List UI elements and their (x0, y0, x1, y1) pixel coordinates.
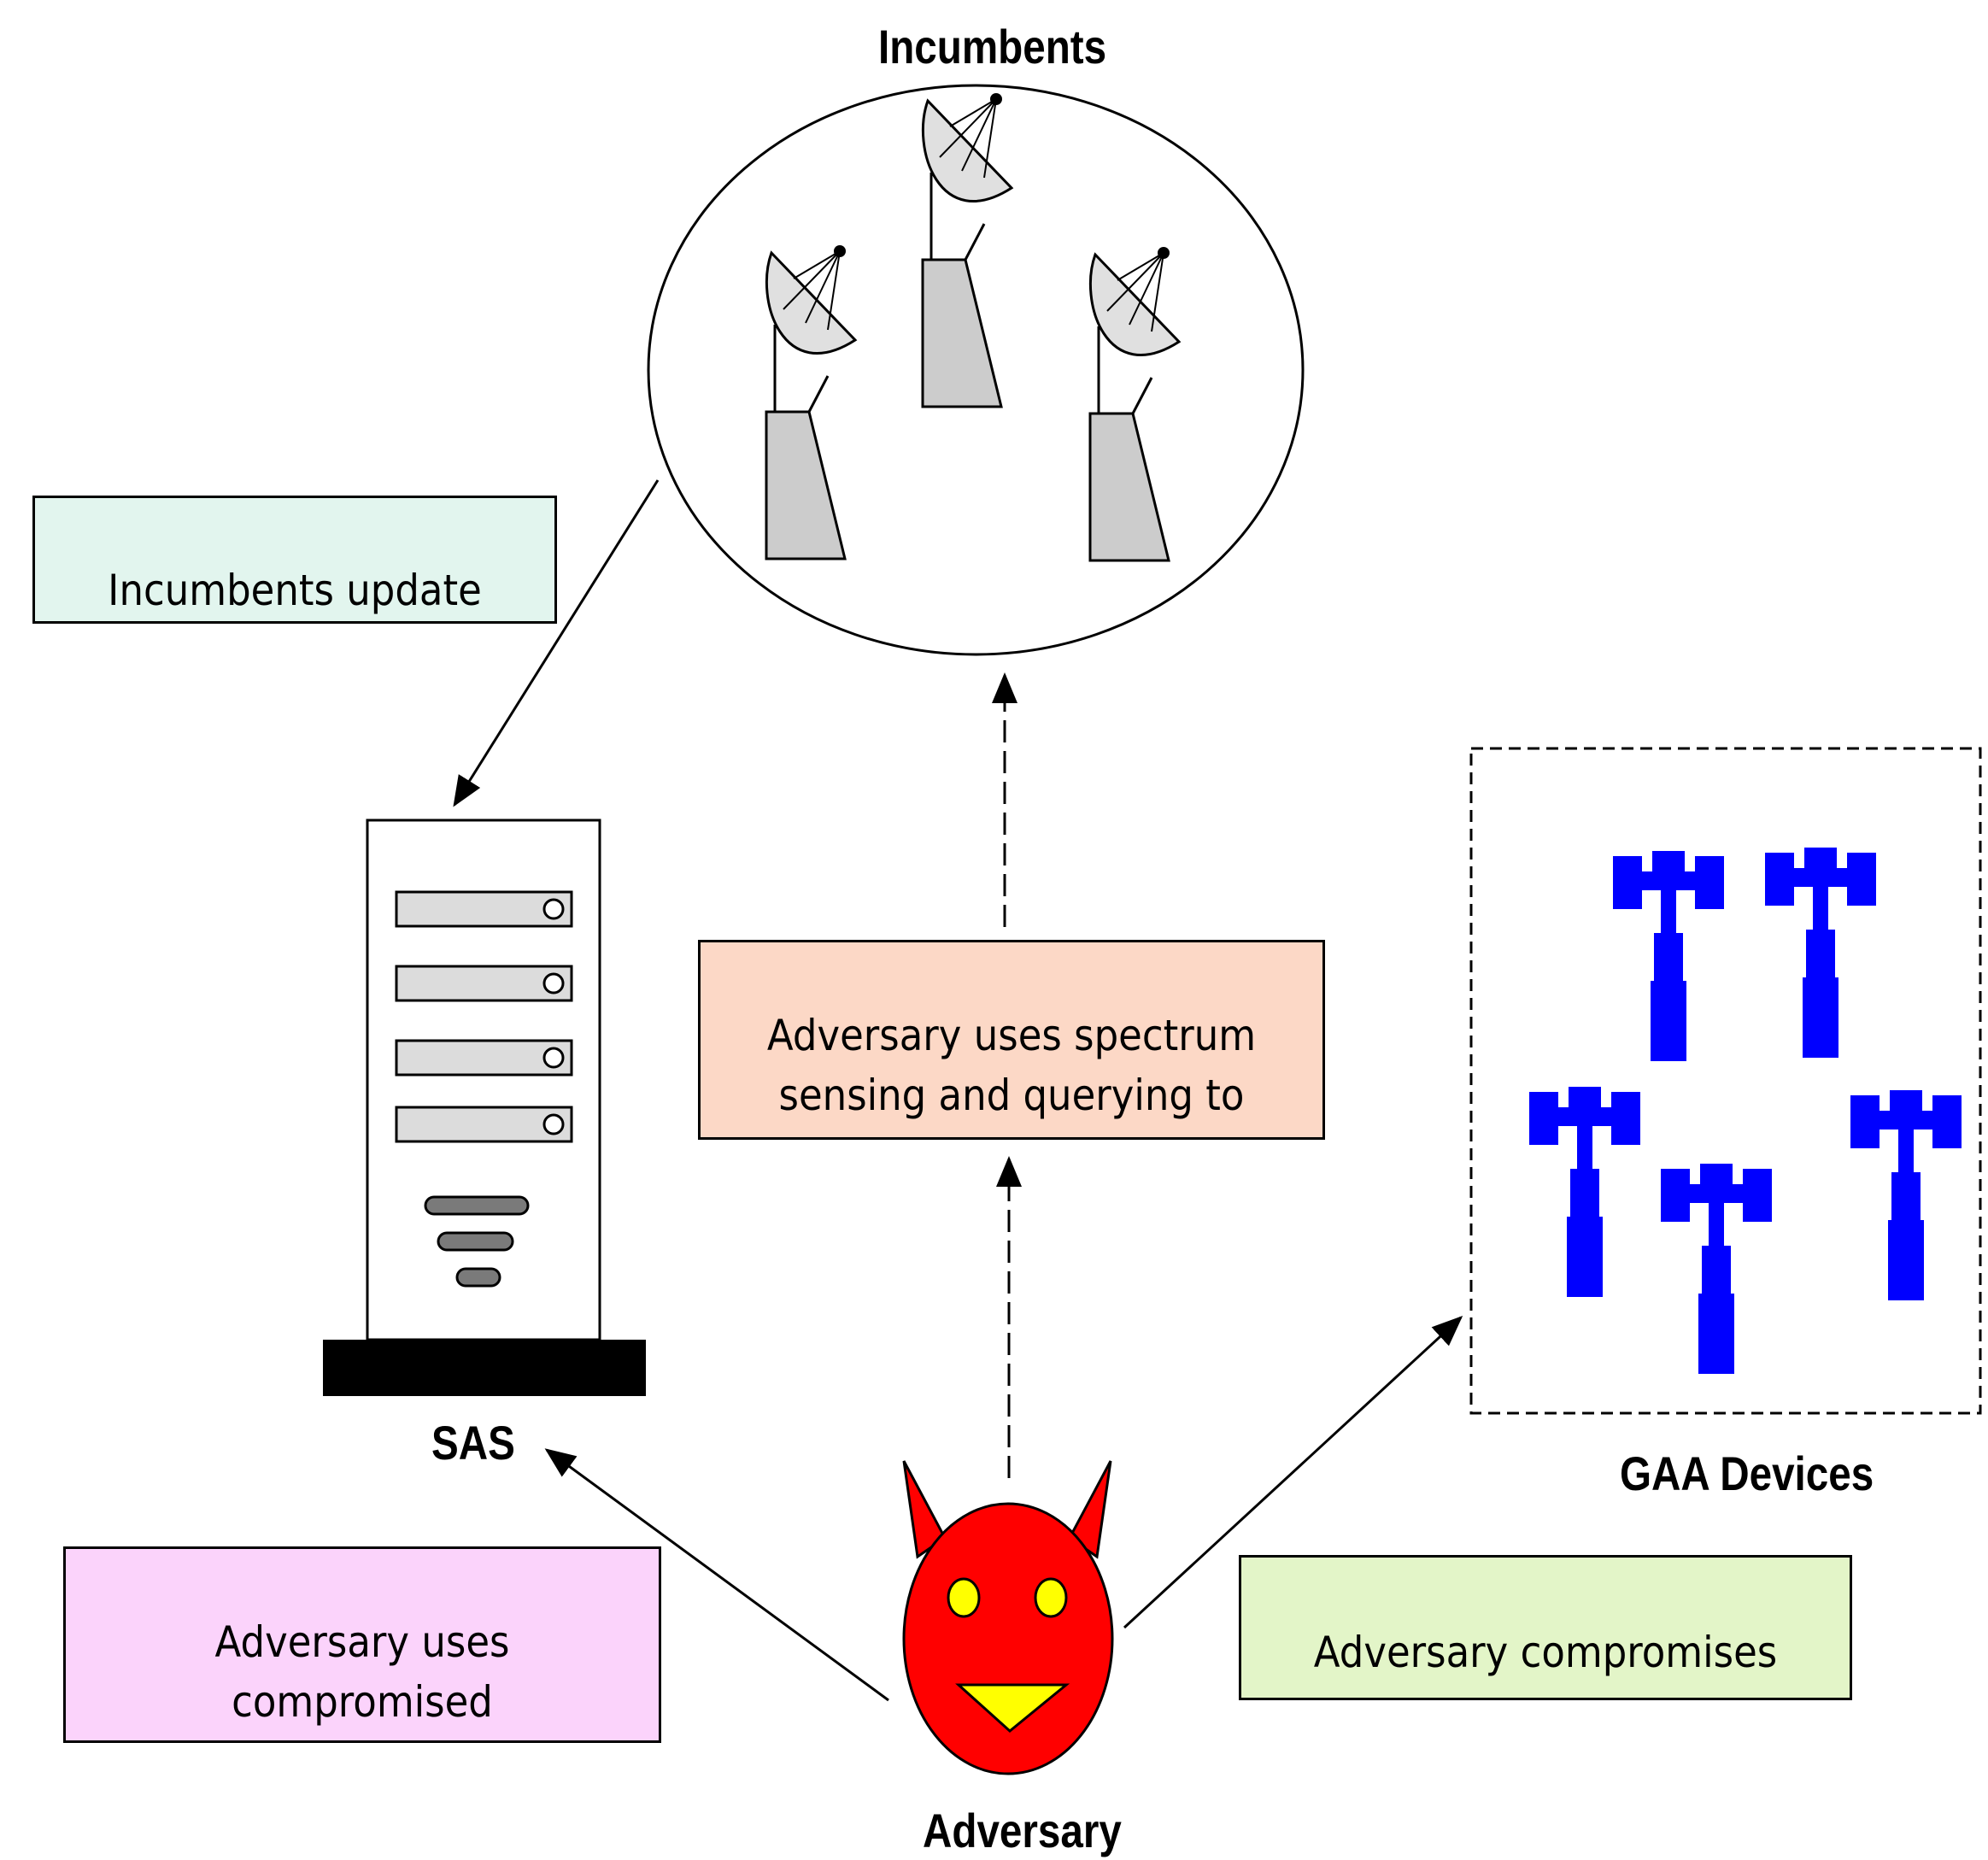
satellite-dish-icon (765, 244, 857, 560)
cell-tower-icon (1613, 851, 1724, 1061)
satellite-dish-icon (1088, 245, 1181, 562)
arrow-incumbents-to-sas (453, 479, 660, 807)
arrow-adversary-to-sas (544, 1448, 889, 1702)
arrow-adversary-to-gaa (1123, 1315, 1463, 1629)
note-spectrum-sensing: Adversary uses spectrum sensing and quer… (698, 940, 1325, 1140)
devil-face-icon (902, 1460, 1114, 1775)
server-icon (323, 819, 646, 1396)
incumbents-ellipse (647, 84, 1305, 656)
cell-tower-icon (1850, 1090, 1962, 1300)
sas-label: SAS (431, 1416, 515, 1470)
cell-tower-icon (1529, 1087, 1640, 1297)
satellite-dish-icon (921, 91, 1013, 408)
note-spectrum-sensing-text: Adversary uses spectrum sensing and quer… (766, 1011, 1257, 1137)
note-incumbents-update-text: Incumbents update their operation times … (108, 566, 482, 615)
note-compromises-some: Adversary compromises some PAL or GAA de… (1239, 1555, 1852, 1700)
incumbents-label: Incumbents (878, 20, 1107, 73)
gaa-devices-label: GAA Devices (1620, 1446, 1874, 1500)
note-compromised-devices: Adversary uses compromised devices to se… (63, 1546, 661, 1743)
note-incumbents-update: Incumbents update their operation times … (32, 496, 557, 624)
gaa-devices-box (1469, 747, 1982, 1415)
note-compromised-devices-text: Adversary uses compromised devices to se… (104, 1617, 619, 1740)
cell-tower-icon (1765, 848, 1876, 1058)
cell-tower-icon (1661, 1164, 1772, 1374)
note-compromises-some-text: Adversary compromises some PAL or GAA de… (1313, 1628, 1778, 1698)
adversary-label: Adversary (923, 1804, 1122, 1857)
